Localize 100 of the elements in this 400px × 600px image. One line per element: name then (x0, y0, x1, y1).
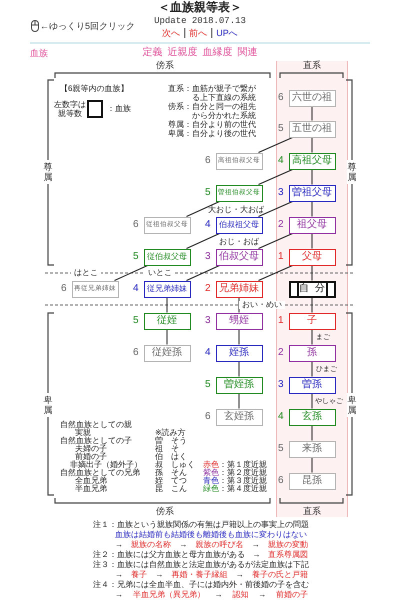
update-date: Update 2018.07.13 (154, 17, 246, 26)
relative-box: 伯叔祖父母 (216, 216, 262, 234)
degree-number: 4 (204, 220, 210, 230)
group-heading: 直系 (303, 507, 321, 516)
page-link: 再婚・養子縁組 (172, 571, 228, 579)
arrow-glyph: → (115, 571, 123, 579)
connector-line (238, 329, 240, 345)
relative-box: 曽姪孫 (216, 376, 262, 394)
definition-text: 卑属：自分より後の世代 (168, 129, 257, 138)
degree-number: 3 (276, 188, 284, 198)
definition-text: 尊属：自分より前の世代 (168, 120, 257, 129)
relative-box: 子 (288, 312, 336, 330)
definition-text: 傍系：自分と同一の祖先から分かれた系統 (168, 102, 257, 120)
reading-label: おい・めい (239, 301, 285, 309)
relative-box: 従姪孫 (144, 344, 190, 362)
degree-number: 6 (204, 156, 210, 166)
legend-color-word: 紫色 (203, 469, 219, 477)
nav-link: 次へ (162, 28, 180, 38)
relative-box: 昆孫 (288, 472, 336, 490)
connector-line (186, 201, 220, 217)
degree-number: 2 (204, 284, 210, 294)
side-heading: 尊属 (43, 160, 53, 184)
relative-box: 孫 (288, 344, 336, 362)
connector-line (238, 361, 240, 377)
note-text: 血族は結婚前も結婚後も離婚後も血族に変わりはない (115, 531, 307, 539)
legend-text: ：血族 (107, 105, 131, 113)
degree-number: 1 (276, 316, 284, 326)
note-text: 祖 そ (155, 445, 179, 453)
side-heading: 尊属 (347, 160, 357, 184)
legend-text: ：第１度近親 (219, 461, 267, 469)
relative-box: 玄姪孫 (216, 408, 262, 426)
connector-line (166, 329, 168, 345)
degree-number: 3 (204, 252, 210, 262)
legend-color-word: 緑色 (203, 485, 219, 493)
relative-box: 曽祖父母 (288, 184, 336, 202)
definition-text: 直系：血筋が親子で繋がる上下直線の系統 (168, 84, 257, 102)
degree-number: 5 (276, 444, 284, 454)
relative-box: 祖父母 (288, 216, 336, 234)
page-link: 血縁度 (202, 48, 232, 58)
group-heading: 傍系 (156, 507, 174, 516)
note-text: 孫 そん (155, 469, 187, 477)
reading-label: はとこ (71, 269, 101, 277)
note-text: 前婚の子 (75, 453, 107, 461)
relative-box: 曽孫 (288, 376, 336, 394)
connector-line (238, 297, 240, 313)
note-text: 非嫡出子（婚外子） (70, 461, 142, 469)
connector-line (186, 265, 220, 281)
arrow-glyph: → (115, 541, 123, 549)
page-link: 直系尊属図 (268, 551, 308, 559)
relative-box: 高祖父母 (288, 152, 336, 170)
arrow-glyph: → (252, 541, 260, 549)
connector-line (238, 393, 240, 409)
reading-label: おじ・おば (219, 238, 259, 246)
legend-color-word: 青色 (203, 477, 219, 485)
connector-line (258, 169, 293, 185)
legend-text: ：第４度近親 (219, 485, 267, 493)
degree-number: 6 (204, 412, 210, 422)
degree-number: 4 (132, 284, 138, 294)
degree-number: 6 (132, 348, 138, 358)
page-link: 親族の呼び名 (196, 541, 244, 549)
degree-number: 6 (276, 476, 284, 486)
degree-number: 1 (276, 252, 284, 262)
note-text: 半血兄弟 (75, 485, 107, 493)
degree-number: 4 (204, 348, 210, 358)
legend-text: ：第２度近親 (219, 469, 267, 477)
note-text: ※読み方 (155, 429, 186, 437)
arrow-glyph: → (155, 571, 164, 579)
degree-number: 6 (132, 220, 138, 230)
page-link: 養子 (131, 571, 148, 579)
arrow-glyph: → (115, 591, 123, 599)
reading-label: いとこ (145, 269, 175, 277)
arrow-glyph: → (252, 551, 260, 559)
note-text: 自然血族としての子 (60, 437, 132, 445)
connector-line (186, 233, 220, 249)
side-heading: 卑属 (347, 393, 357, 417)
relative-box: 玄孫 (288, 408, 336, 426)
page-link: 近親度 (168, 48, 198, 58)
degree-number: 6 (276, 93, 284, 103)
arrow-glyph: → (258, 591, 266, 599)
group-heading: 直系 (303, 61, 321, 70)
legend-text: ：第３度近親 (219, 477, 267, 485)
instruction-text: ←ゆっくり5回クリック (40, 22, 136, 31)
note-text: 自然血族としての親 (60, 421, 132, 429)
connector-line (166, 297, 168, 313)
note-text: 実親 (75, 429, 91, 437)
note-text: 伯 はく (155, 453, 187, 461)
relative-box: 六世の祖 (288, 90, 336, 106)
degree-number: 5 (204, 380, 210, 390)
relative-box: 姪孫 (216, 344, 262, 362)
note-text: 曽 そう (155, 437, 187, 445)
page-link: 親族の名称 (131, 541, 172, 549)
note-text: 全血兄弟 (75, 477, 107, 485)
relative-box: 兄弟姉妹 (216, 280, 262, 298)
page-link: 前婚の子 (276, 591, 308, 599)
arrow-glyph: → (179, 541, 188, 549)
connector-line (258, 265, 293, 281)
page-link: 親族の変動 (268, 541, 308, 549)
connector-line (258, 233, 293, 249)
connector-line (114, 265, 148, 281)
degree-number: 3 (204, 316, 210, 326)
